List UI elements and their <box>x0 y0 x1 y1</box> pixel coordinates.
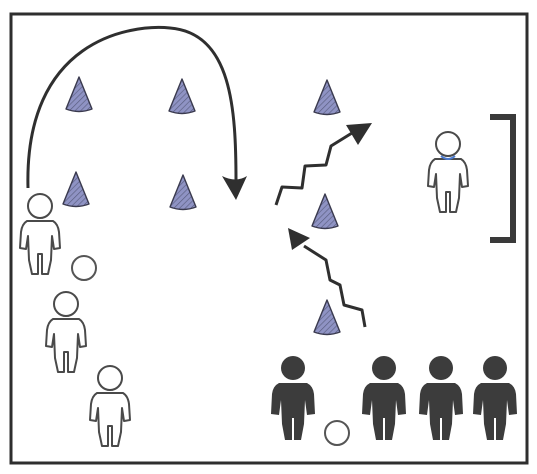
ball <box>72 256 96 280</box>
ball <box>325 421 349 445</box>
